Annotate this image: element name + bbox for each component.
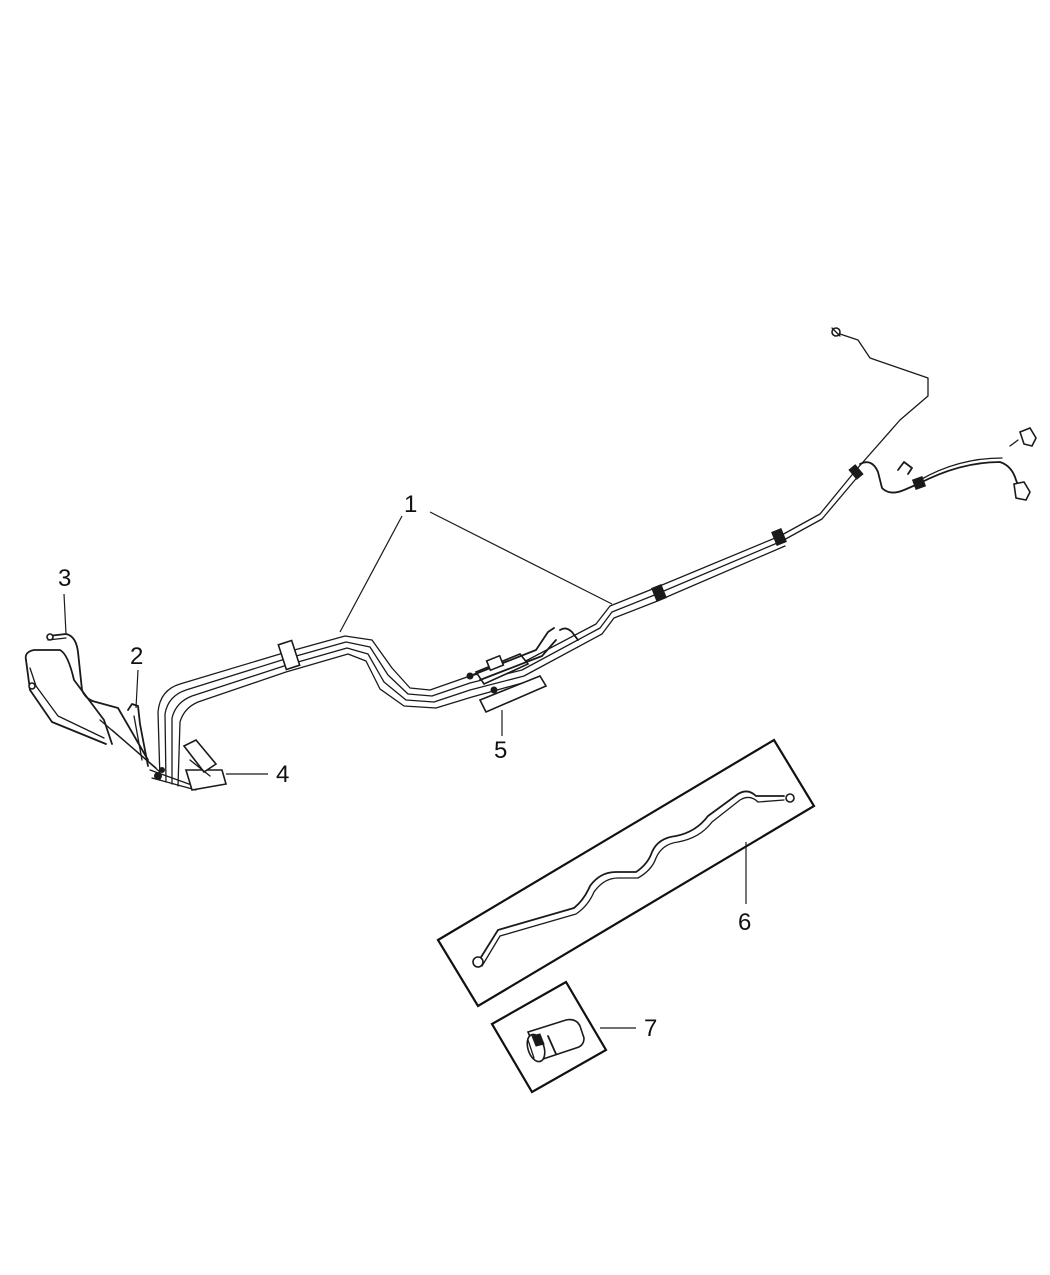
tube-clip-right <box>771 527 787 547</box>
callout-labels: 1 2 3 4 5 6 7 <box>58 491 751 1042</box>
callout-2: 2 <box>130 643 143 670</box>
brake-tube-bundle <box>157 327 929 787</box>
hose-end-fitting <box>1013 481 1031 501</box>
hose-fitting <box>911 475 927 491</box>
callout-3: 3 <box>58 565 71 592</box>
callout-1: 1 <box>404 491 417 518</box>
junction-block <box>466 627 579 714</box>
flex-tube-end-left <box>472 956 484 968</box>
part-6-box <box>436 738 816 1008</box>
callout-4: 4 <box>276 761 289 788</box>
leader-lines <box>63 511 747 1029</box>
part-7-box <box>490 980 608 1094</box>
callout-6: 6 <box>738 909 751 936</box>
tube-clip-mid <box>651 583 667 603</box>
tube-3-fitting <box>46 633 54 641</box>
callout-7: 7 <box>644 1015 657 1042</box>
proportioning-bracket <box>154 739 228 791</box>
rear-hose-assembly <box>859 427 1037 501</box>
callout-5: 5 <box>494 737 507 764</box>
tube-clip-left <box>277 639 301 671</box>
tube-clip-upper <box>848 464 864 480</box>
bleeder-fitting <box>1019 427 1037 447</box>
